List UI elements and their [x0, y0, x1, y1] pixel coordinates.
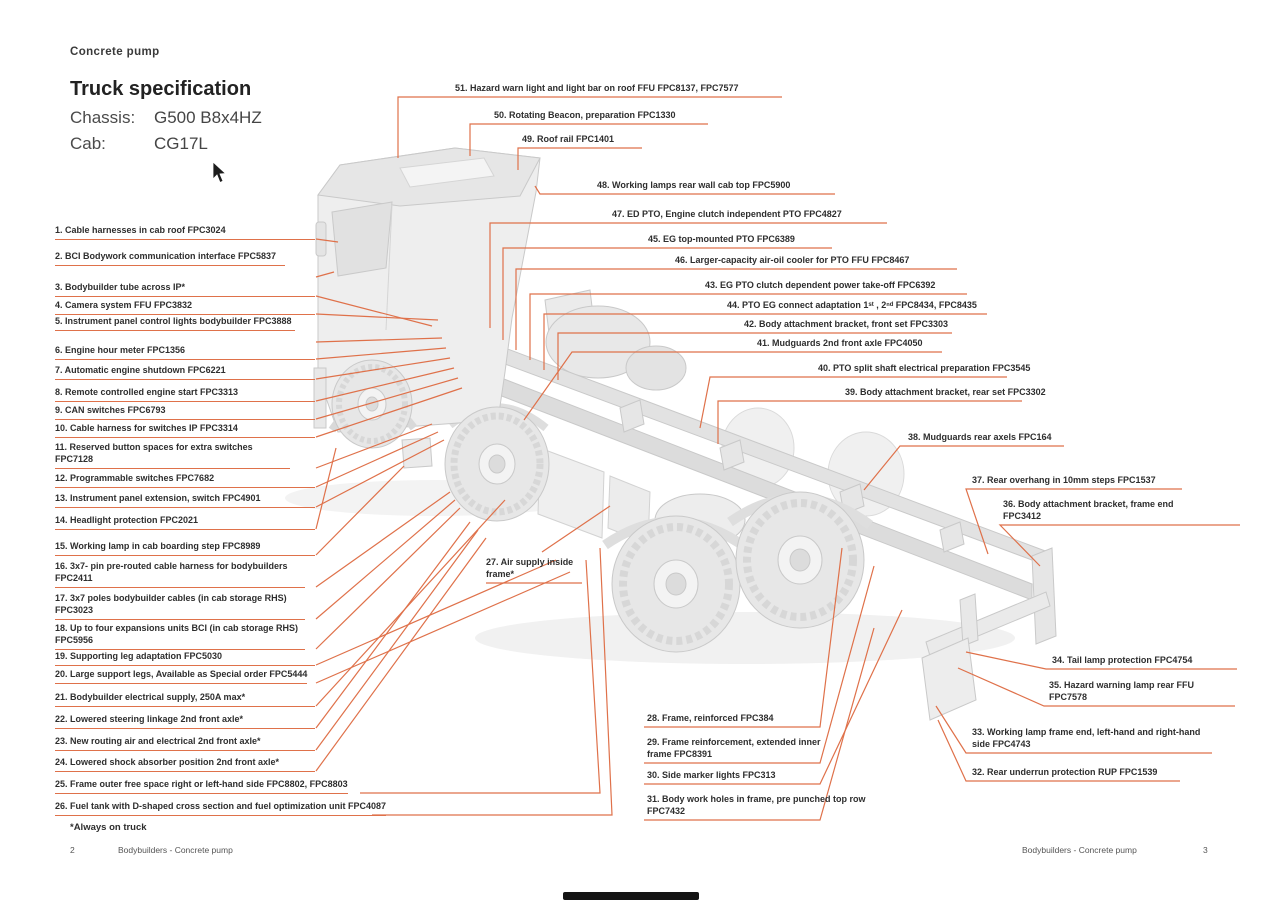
- callout-19: 19. Supporting leg adaptation FPC5030: [55, 650, 315, 666]
- callout-10: 10. Cable harness for switches IP FPC331…: [55, 422, 315, 438]
- callout-35: 35. Hazard warning lamp rear FFU FPC7578: [1049, 680, 1195, 702]
- callout-13: 13. Instrument panel extension, switch F…: [55, 492, 315, 508]
- callout-14: 14. Headlight protection FPC2021: [55, 514, 315, 530]
- rear-axle-2-wheel: [735, 491, 865, 629]
- chassis-row: Chassis: G500 B8x4HZ: [70, 108, 262, 128]
- callout-48: 48. Working lamps rear wall cab top FPC5…: [597, 180, 791, 190]
- callout-49: 49. Roof rail FPC1401: [522, 134, 615, 144]
- callout-2: 2. BCI Bodywork communication interface …: [55, 250, 285, 266]
- callout-6: 6. Engine hour meter FPC1356: [55, 344, 315, 360]
- cab-label: Cab:: [70, 134, 106, 153]
- callout-32: 32. Rear underrun protection RUP FPC1539: [972, 767, 1158, 777]
- page-number-right: 3: [1203, 845, 1208, 855]
- front-axle-2-wheel: [444, 406, 550, 522]
- callout-39: 39. Body attachment bracket, rear set FP…: [845, 387, 1046, 397]
- callout-34: 34. Tail lamp protection FPC4754: [1052, 655, 1193, 665]
- leader-lines: [315, 96, 1240, 821]
- callout-17: 17. 3x7 poles bodybuilder cables (in cab…: [55, 592, 305, 620]
- callout-12: 12. Programmable switches FPC7682: [55, 472, 315, 488]
- callout-5: 5. Instrument panel control lights bodyb…: [55, 315, 295, 331]
- cab-value: CG17L: [154, 134, 208, 153]
- callout-27: 27. Air supply inside frame*: [486, 557, 574, 579]
- callout-24: 24. Lowered shock absorber position 2nd …: [55, 756, 315, 772]
- callout-7: 7. Automatic engine shutdown FPC6221: [55, 364, 315, 380]
- callout-23: 23. New routing air and electrical 2nd f…: [55, 735, 315, 751]
- footnote: *Always on truck: [70, 822, 147, 833]
- callout-16: 16. 3x7- pin pre-routed cable harness fo…: [55, 560, 305, 588]
- callout-47: 47. ED PTO, Engine clutch independent PT…: [612, 209, 842, 219]
- rear-axle-1-wheel: [611, 515, 741, 653]
- page-title: Truck specification: [70, 78, 252, 100]
- callout-40: 40. PTO split shaft electrical preparati…: [818, 363, 1031, 373]
- callout-8: 8. Remote controlled engine start FPC331…: [55, 386, 315, 402]
- callout-45: 45. EG top-mounted PTO FPC6389: [648, 234, 795, 244]
- cab-row: Cab: CG17L: [70, 134, 208, 154]
- callout-9: 9. CAN switches FPC6793: [55, 404, 315, 420]
- callout-31: 31. Body work holes in frame, pre punche…: [647, 794, 866, 816]
- callout-42: 42. Body attachment bracket, front set F…: [744, 319, 949, 329]
- callout-33: 33. Working lamp frame end, left-hand an…: [972, 727, 1201, 749]
- page-number-left: 2: [70, 845, 75, 855]
- callout-30: 30. Side marker lights FPC313: [647, 770, 776, 780]
- callout-22: 22. Lowered steering linkage 2nd front a…: [55, 713, 315, 729]
- callout-44: 44. PTO EG connect adaptation 1ˢᵗ , 2ⁿᵈ …: [727, 300, 977, 310]
- callout-37: 37. Rear overhang in 10mm steps FPC1537: [972, 475, 1156, 485]
- callout-29: 29. Frame reinforcement, extended inner …: [647, 737, 821, 759]
- chassis-label: Chassis:: [70, 108, 136, 127]
- chassis-value: G500 B8x4HZ: [154, 108, 262, 127]
- callout-26: 26. Fuel tank with D-shaped cross sectio…: [55, 800, 387, 816]
- callout-18: 18. Up to four expansions units BCI (in …: [55, 622, 305, 650]
- callout-21: 21. Bodybuilder electrical supply, 250A …: [55, 691, 315, 707]
- callout-46: 46. Larger-capacity air-oil cooler for P…: [675, 255, 910, 265]
- category-label: Concrete pump: [70, 46, 160, 58]
- callout-36: 36. Body attachment bracket, frame end F…: [1003, 499, 1174, 521]
- callout-28: 28. Frame, reinforced FPC384: [647, 713, 774, 723]
- footer-text-right: Bodybuilders - Concrete pump: [1022, 845, 1137, 855]
- footer-text-left: Bodybuilders - Concrete pump: [118, 845, 233, 855]
- callout-20: 20. Large support legs, Available as Spe…: [55, 668, 308, 684]
- front-axle-1-wheel: [331, 359, 413, 449]
- callout-1: 1. Cable harnesses in cab roof FPC3024: [55, 224, 315, 240]
- truck-illustration: [313, 147, 1057, 721]
- callout-3: 3. Bodybuilder tube across IP*: [55, 281, 315, 297]
- callout-41: 41. Mudguards 2nd front axle FPC4050: [757, 338, 923, 348]
- callout-43: 43. EG PTO clutch dependent power take-o…: [705, 280, 936, 290]
- callout-51: 51. Hazard warn light and light bar on r…: [455, 83, 739, 93]
- callout-25: 25. Frame outer free space right or left…: [55, 778, 348, 794]
- callout-11: 11. Reserved button spaces for extra swi…: [55, 441, 290, 469]
- callout-15: 15. Working lamp in cab boarding step FP…: [55, 540, 315, 556]
- callout-4: 4. Camera system FFU FPC3832: [55, 299, 315, 315]
- bottom-edge-bar: [563, 892, 699, 900]
- mouse-cursor: [212, 161, 227, 184]
- callout-38: 38. Mudguards rear axels FPC164: [908, 432, 1052, 442]
- callout-50: 50. Rotating Beacon, preparation FPC1330: [494, 110, 676, 120]
